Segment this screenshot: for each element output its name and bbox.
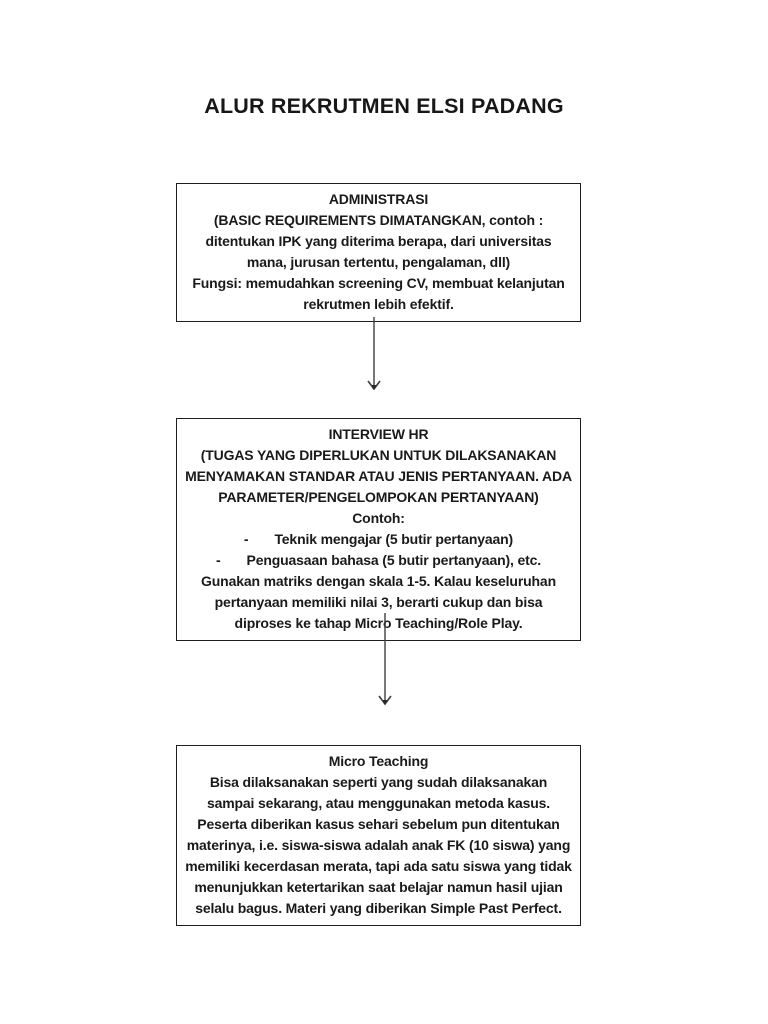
box-interview-bullet-2: - Penguasaan bahasa (5 butir pertanyaan),… <box>185 550 572 571</box>
flow-arrow-down-icon <box>364 317 384 391</box>
box-administrasi-title: ADMINISTRASI <box>328 191 429 207</box>
page-title: ALUR REKRUTMEN ELSI PADANG <box>204 94 564 118</box>
box-interview-paragraph-2: Contoh: <box>352 510 405 526</box>
box-interview-bullet-1-text: Teknik mengajar (5 butir pertanyaan) <box>274 531 514 547</box>
box-interview-paragraph-3: Gunakan matriks dengan skala 1-5. Kalau … <box>201 573 556 631</box>
box-microteaching-paragraph-2: Peserta diberikan kasus sehari sebelum p… <box>185 816 572 916</box>
box-interview-bullet-1: - Teknik mengajar (5 butir pertanyaan) <box>185 529 572 550</box>
bullet-dash-icon: - <box>243 531 249 547</box>
box-interview-title: INTERVIEW HR <box>328 426 429 442</box>
box-microteaching-title: Micro Teaching <box>328 753 429 769</box>
box-interview-bullet-2-text: Penguasaan bahasa (5 butir pertanyaan), … <box>246 552 542 568</box>
flow-arrow-down-icon <box>375 613 395 706</box>
flow-box-micro-teaching: Micro Teaching Bisa dilaksanakan seperti… <box>176 745 581 926</box>
bullet-dash-icon: - <box>215 552 221 568</box>
flow-box-interview-hr: INTERVIEW HR (TUGAS YANG DIPERLUKAN UNTU… <box>176 418 581 641</box>
box-administrasi-paragraph-2: Fungsi: memudahkan screening CV, membuat… <box>192 275 565 312</box>
box-administrasi-paragraph-1: (BASIC REQUIREMENTS DIMATANGKAN, contoh … <box>205 212 552 270</box>
flow-box-administrasi: ADMINISTRASI (BASIC REQUIREMENTS DIMATAN… <box>176 183 581 322</box>
box-interview-paragraph-1: (TUGAS YANG DIPERLUKAN UNTUK DILAKSANAKA… <box>185 447 572 505</box>
box-microteaching-paragraph-1: Bisa dilaksanakan seperti yang sudah dil… <box>206 774 551 811</box>
